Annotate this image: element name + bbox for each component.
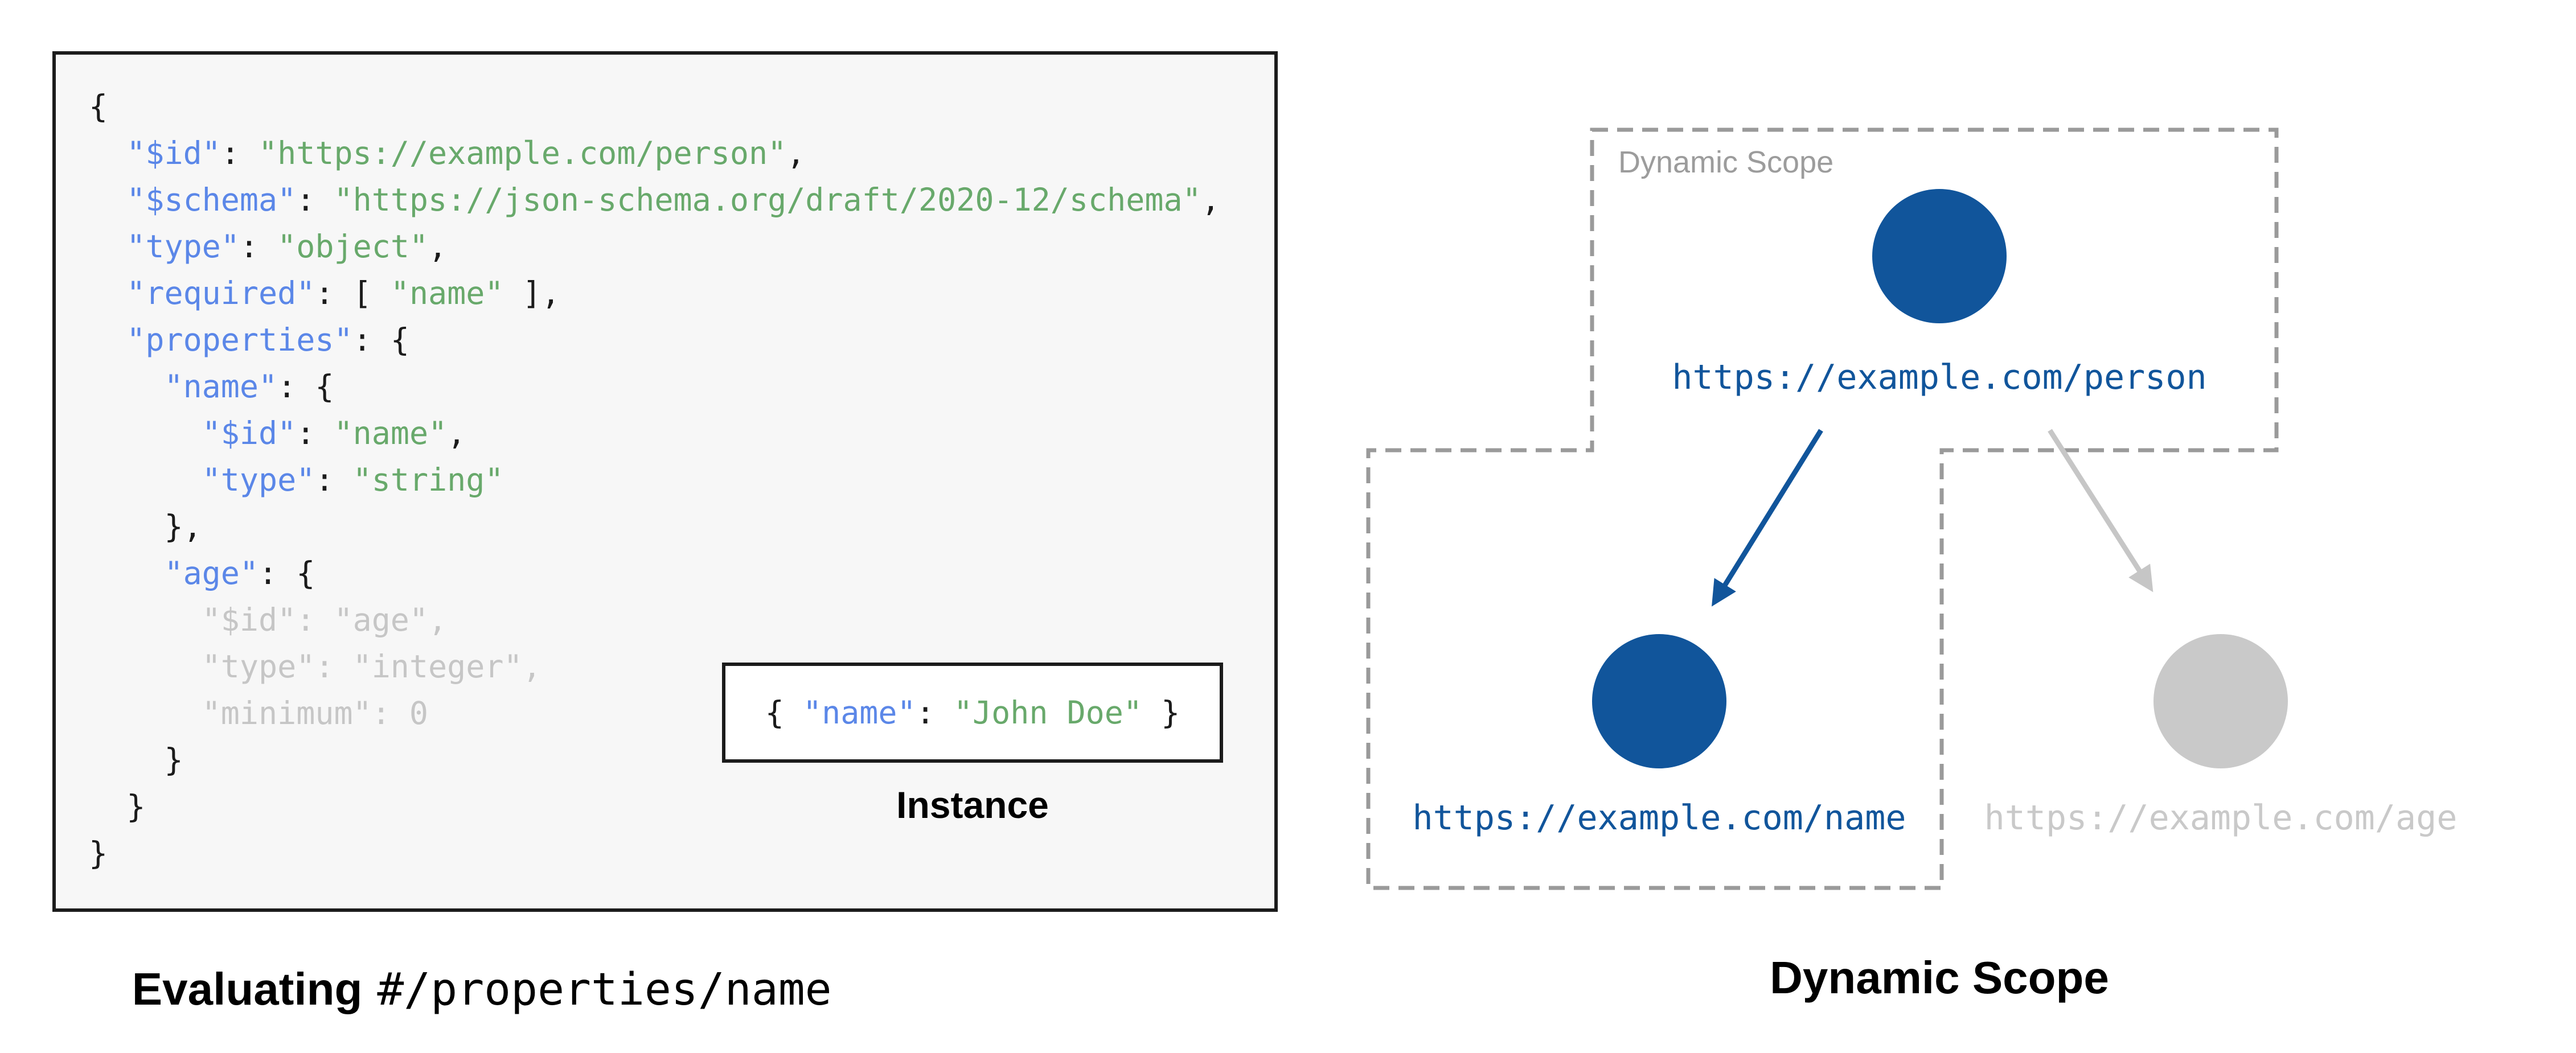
code-segment: :	[220, 135, 259, 171]
code-segment: "properties"	[126, 322, 353, 358]
code-segment: "$id"	[126, 135, 221, 171]
code-line: "$id": "name",	[89, 410, 1220, 456]
code-segment: "object"	[277, 228, 429, 265]
dynamic-scope-region-label: Dynamic Scope	[1618, 145, 1834, 179]
code-segment: "John Doe"	[953, 694, 1143, 731]
code-segment: "type"	[202, 462, 315, 498]
code-segment: "type": "integer",	[89, 648, 542, 685]
code-line: "type": "integer",	[89, 643, 1220, 690]
person-node-circle	[1872, 189, 2007, 323]
code-line: {	[89, 83, 1220, 130]
code-segment: "$id": "age",	[89, 602, 448, 638]
code-segment: },	[89, 508, 202, 545]
person-to-age-arrow	[2048, 429, 2153, 593]
code-segment: "name"	[164, 368, 278, 405]
age-node-circle	[2153, 634, 2288, 768]
code-line: "minimum": 0	[89, 690, 1220, 737]
code-line: },	[89, 503, 1220, 550]
evaluating-caption-pointer: #/properties/name	[377, 964, 832, 1015]
code-segment: "type"	[126, 228, 240, 265]
person-url-label: https://example.com/person	[1672, 357, 2207, 397]
code-segment: "$id"	[202, 415, 297, 451]
code-segment: "https://example.com/person"	[259, 135, 787, 171]
code-segment: {	[89, 88, 108, 125]
name-url-label: https://example.com/name	[1412, 798, 1906, 838]
code-line: }	[89, 830, 1220, 877]
code-line: }	[89, 783, 1220, 830]
code-segment: : {	[352, 322, 409, 358]
code-segment: :	[239, 228, 278, 265]
evaluating-caption: Evaluating #/properties/name	[122, 953, 832, 1026]
code-segment: "minimum": 0	[89, 695, 429, 731]
code-segment: }	[89, 742, 183, 778]
code-line: "$id": "https://example.com/person",	[89, 130, 1220, 176]
schema-code-block: { "$id": "https://example.com/person", "…	[89, 83, 1220, 877]
code-line: "properties": {	[89, 316, 1220, 363]
code-segment: "name"	[390, 275, 504, 311]
code-segment: }	[89, 835, 108, 871]
dynamic-scope-outline	[1366, 127, 2279, 890]
code-line: "age": {	[89, 550, 1220, 597]
code-segment: "name"	[334, 415, 448, 451]
schema-panel: { "$id": "https://example.com/person", "…	[52, 51, 1278, 912]
code-segment: }	[1142, 694, 1180, 731]
code-line: "$schema": "https://json-schema.org/draf…	[89, 176, 1220, 223]
code-segment: : {	[259, 555, 315, 591]
code-line: "type": "object",	[89, 223, 1220, 270]
person-to-name-arrow	[1712, 429, 1823, 607]
evaluating-caption-bold: Evaluating	[132, 964, 363, 1014]
code-segment: "required"	[126, 275, 315, 311]
code-segment: : [	[315, 275, 391, 311]
code-segment: ],	[503, 275, 560, 311]
code-line: "$id": "age",	[89, 597, 1220, 643]
code-segment: : {	[277, 368, 334, 405]
dynamic-scope-caption: Dynamic Scope	[1770, 952, 2109, 1003]
code-segment: :	[315, 462, 353, 498]
code-segment: :	[296, 182, 334, 218]
code-segment: }	[89, 788, 146, 825]
code-line: }	[89, 737, 1220, 783]
instance-label: Instance	[896, 784, 1049, 826]
code-segment: :	[296, 415, 334, 451]
age-url-label: https://example.com/age	[1984, 798, 2458, 838]
instance-box: { "name": "John Doe" }	[722, 663, 1223, 763]
code-segment: "https://json-schema.org/draft/2020-12/s…	[334, 182, 1201, 218]
code-segment: "age"	[164, 555, 259, 591]
code-segment: ,	[786, 135, 806, 171]
code-segment: "$schema"	[126, 182, 297, 218]
code-segment: ,	[428, 228, 448, 265]
code-segment: "string"	[352, 462, 504, 498]
code-segment: ,	[447, 415, 466, 451]
code-line: "required": [ "name" ],	[89, 270, 1220, 316]
code-segment: :	[916, 694, 954, 731]
name-node-circle	[1592, 634, 1726, 768]
code-line: "name": {	[89, 363, 1220, 410]
code-segment: {	[765, 694, 803, 731]
code-line: "type": "string"	[89, 456, 1220, 503]
code-segment: "name"	[802, 694, 916, 731]
code-segment: ,	[1201, 182, 1220, 218]
